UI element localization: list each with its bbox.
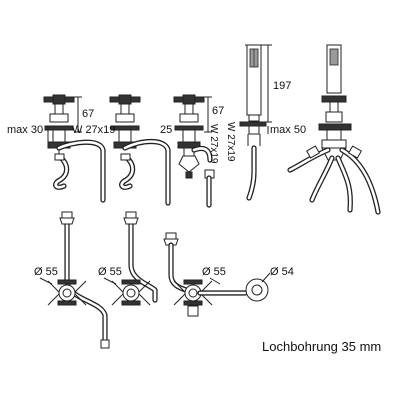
valve-1-side-view xyxy=(43,94,106,203)
dim-hole-dia-2: Ø 55 xyxy=(98,266,122,278)
dim-shower-height: 197 xyxy=(273,80,291,92)
caption-lochbohrung: Lochbohrung 35 mm xyxy=(262,339,381,354)
dim-height-valve-3: 67 xyxy=(212,105,224,117)
valve-3-side-view xyxy=(173,94,215,208)
shower-assembly-side-view xyxy=(287,44,381,215)
valve-1-top-view xyxy=(39,211,110,349)
dim-height-valve-1: 67 xyxy=(82,108,94,120)
dim-thread-left: W 27x19 xyxy=(72,124,115,136)
dim-thread-mid: W 27x19 xyxy=(208,124,219,164)
dim-hole-dia-3: Ø 55 xyxy=(202,266,226,278)
valve-2-top-view xyxy=(103,211,158,306)
valve-3-top-view xyxy=(163,232,248,317)
shower-handset-side-view xyxy=(239,44,272,201)
dim-thread-spout: W 27x19 xyxy=(225,122,236,162)
dim-hole-dia-4: Ø 54 xyxy=(270,266,294,278)
shower-top-view xyxy=(245,272,271,302)
dim-max-depth-shower: max 50 xyxy=(270,124,306,136)
dim-depth-spout: 25 xyxy=(160,124,172,136)
valve-2-side-view xyxy=(109,94,171,206)
dim-hole-dia-1: Ø 55 xyxy=(34,266,58,278)
dim-max-depth-left: max 30 xyxy=(7,124,43,136)
